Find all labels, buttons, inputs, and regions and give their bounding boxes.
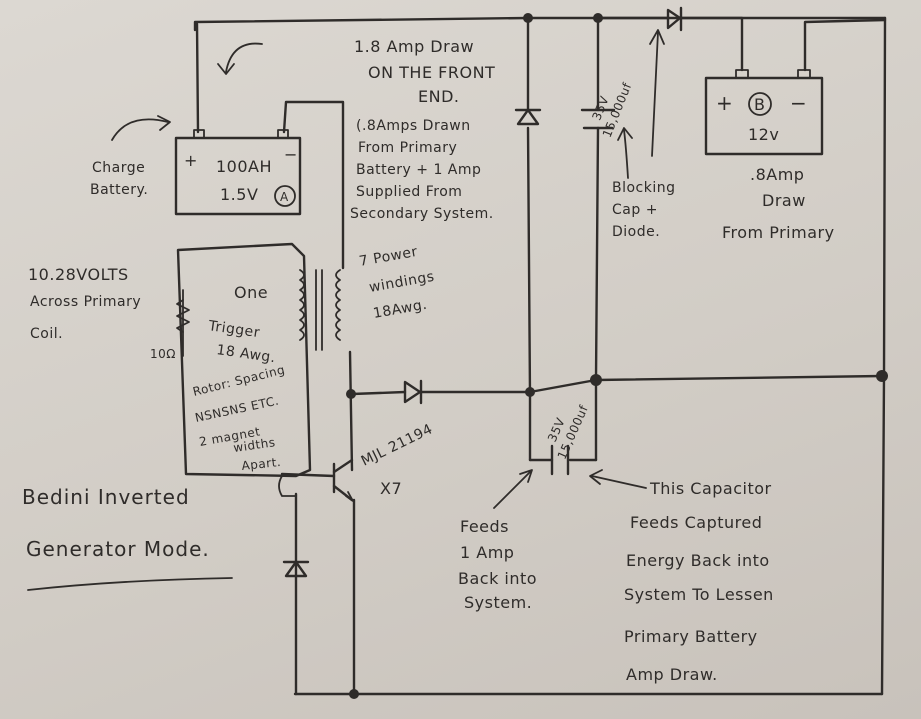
diode-bottom-left	[282, 560, 310, 578]
svg-text:Feeds Captured: Feeds Captured	[630, 513, 762, 532]
note-capacitor-description: This Capacitor Feeds Captured Energy Bac…	[624, 479, 774, 684]
blocking-diode-top	[666, 6, 683, 32]
charge-battery-a: + − 100AH 1.5V A	[174, 129, 302, 216]
battery-b-voltage: 12v	[748, 125, 779, 144]
note-blocking: Blocking Cap + Diode.	[612, 180, 676, 240]
note-cap-rating-top: 35V 15,000uf	[589, 80, 634, 139]
junction-bottom	[349, 689, 359, 699]
battery-a-label: A	[280, 190, 289, 204]
svg-text:Trigger: Trigger	[206, 318, 261, 341]
junction-top-right	[593, 13, 603, 23]
svg-text:Cap +: Cap +	[612, 202, 658, 218]
svg-text:Charge: Charge	[92, 160, 145, 176]
svg-text:(.8Amps Drawn: (.8Amps Drawn	[356, 118, 471, 134]
capacitor-bottom	[550, 444, 570, 476]
note-charge-battery: Charge Battery.	[90, 160, 148, 198]
battery-a-voltage: 1.5V	[220, 185, 258, 204]
junction-mid-right	[590, 374, 602, 386]
svg-text:Amp Draw.: Amp Draw.	[626, 665, 718, 684]
svg-text:From Primary: From Primary	[722, 223, 835, 242]
junction-top-left	[523, 13, 533, 23]
svg-text:Across Primary: Across Primary	[30, 294, 141, 310]
battery-a-capacity: 100AH	[216, 157, 272, 176]
note-feeds-back: Feeds 1 Amp Back into System.	[458, 517, 537, 612]
capacitor-top	[580, 108, 616, 130]
junction-dots	[346, 13, 888, 699]
note-power-windings: 7 Power windings 18Awg.	[358, 244, 436, 322]
note-primary-split: (.8Amps Drawn From Primary Battery + 1 A…	[350, 118, 494, 222]
svg-text:Apart.: Apart.	[241, 455, 282, 473]
svg-text:Primary Battery: Primary Battery	[624, 627, 758, 646]
diagram-title: Bedini Inverted Generator Mode.	[22, 485, 210, 561]
battery-a-minus: −	[284, 145, 298, 164]
diode-vertical	[514, 108, 542, 126]
note-transistor: MJL 21194 X7	[359, 421, 436, 498]
svg-text:Battery.: Battery.	[90, 182, 148, 198]
svg-text:Energy Back into: Energy Back into	[626, 551, 770, 570]
junction-right-rail	[876, 370, 888, 382]
svg-text:Draw: Draw	[762, 191, 806, 210]
svg-text:NSNSNS ETC.: NSNSNS ETC.	[194, 393, 281, 424]
svg-text:ON THE FRONT: ON THE FRONT	[368, 63, 495, 82]
svg-text:1.8 Amp Draw: 1.8 Amp Draw	[354, 37, 474, 56]
note-primary-coil: 10.28VOLTS Across Primary Coil.	[28, 265, 141, 342]
svg-text:Bedini Inverted: Bedini Inverted	[22, 485, 190, 509]
svg-text:Diode.: Diode.	[612, 224, 660, 240]
svg-text:Back into: Back into	[458, 569, 537, 588]
svg-text:18Awg.: 18Awg.	[372, 297, 429, 322]
diode-middle	[403, 379, 423, 405]
svg-text:Rotor: Spacing: Rotor: Spacing	[191, 362, 286, 398]
svg-text:1 Amp: 1 Amp	[460, 543, 514, 562]
svg-text:END.: END.	[418, 87, 459, 106]
annotation-arrows	[27, 29, 665, 591]
svg-text:Secondary System.: Secondary System.	[350, 206, 494, 222]
svg-text:7 Power: 7 Power	[358, 244, 419, 270]
junction-mid-left	[525, 387, 535, 397]
svg-text:System.: System.	[464, 593, 532, 612]
svg-text:.8Amp: .8Amp	[750, 165, 804, 184]
resistor-label: 10Ω	[150, 347, 176, 361]
svg-text:From Primary: From Primary	[358, 140, 457, 156]
note-primary-draw: .8Amp Draw From Primary	[722, 165, 835, 242]
battery-b-label: B	[754, 95, 765, 114]
svg-text:10.28VOLTS: 10.28VOLTS	[28, 265, 129, 284]
svg-text:windings: windings	[368, 269, 436, 296]
primary-battery-b: + B − 12v	[704, 69, 824, 156]
svg-text:Battery + 1 Amp: Battery + 1 Amp	[356, 162, 481, 178]
svg-text:System To Lessen: System To Lessen	[624, 585, 774, 604]
svg-text:Supplied From: Supplied From	[356, 184, 462, 200]
note-cap-rating-bottom: 35V 15,000uf	[545, 403, 591, 462]
transistor-mjl21194	[332, 458, 354, 502]
resistor-10ohm: 10Ω	[150, 299, 190, 361]
coil-box	[176, 242, 312, 497]
battery-b-plus: +	[716, 91, 734, 115]
svg-text:widths: widths	[232, 435, 276, 455]
junction-collector	[346, 389, 356, 399]
svg-text:This Capacitor: This Capacitor	[649, 479, 772, 498]
svg-text:Feeds: Feeds	[460, 517, 509, 536]
svg-text:Generator Mode.: Generator Mode.	[26, 537, 210, 561]
svg-text:18 Awg.: 18 Awg.	[215, 342, 276, 366]
svg-text:Blocking: Blocking	[612, 180, 676, 196]
battery-b-minus: −	[790, 91, 808, 115]
svg-text:X7: X7	[380, 479, 402, 498]
svg-text:MJL 21194: MJL 21194	[359, 421, 436, 469]
battery-a-plus: +	[184, 151, 198, 170]
note-front-end-draw: 1.8 Amp Draw ON THE FRONT END.	[354, 37, 495, 106]
coil-windings	[299, 269, 341, 351]
wiring	[182, 16, 887, 696]
svg-text:Coil.: Coil.	[30, 326, 63, 342]
svg-text:One: One	[234, 283, 268, 302]
note-coil-description: One Trigger 18 Awg. Rotor: Spacing NSNSN…	[191, 283, 286, 473]
